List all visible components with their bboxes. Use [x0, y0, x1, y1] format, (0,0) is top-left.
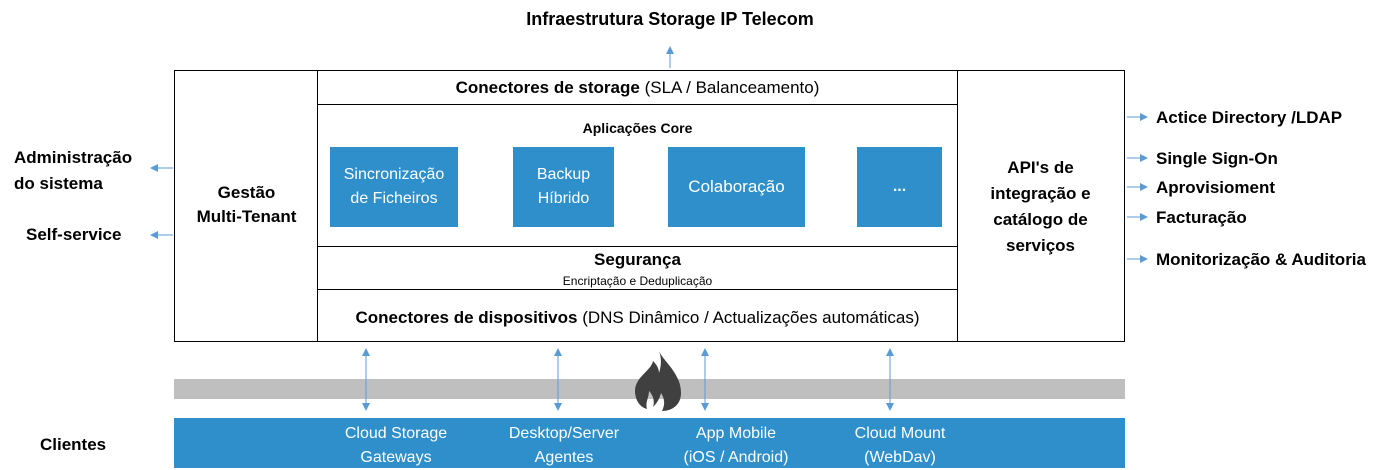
aplicacoes-core-label: Aplicações Core [582, 120, 693, 136]
right-item-facturacao: Facturação [1156, 208, 1247, 227]
client-desktop-server-line1: Desktop/Server [508, 425, 620, 442]
conectores-dispositivos-bold: Conectores de dispositivos [355, 308, 578, 327]
client-cloud-mount-line2: (WebDav) [864, 449, 936, 466]
core-box-backup: Backup Híbrido [513, 147, 614, 227]
conectores-dispositivos-normal: (DNS Dinâmico / Actualizações automática… [577, 308, 920, 327]
core-box-colaboracao-line1: Colaboração [688, 177, 785, 196]
gestao-line1: Gestão [217, 183, 276, 202]
right-item-ldap: Actice Directory /LDAP [1156, 108, 1343, 127]
admin-label: Administração do sistema [14, 145, 132, 197]
client-app-mobile-line1: App Mobile [695, 425, 777, 442]
core-box-sincronizacao-line1: Sincronização [343, 166, 445, 183]
client-app-mobile: App Mobile (iOS / Android) [656, 422, 816, 470]
conectores-dispositivos-panel [317, 289, 958, 342]
right-item-sso: Single Sign-On [1156, 149, 1278, 168]
core-box-colaboracao: Colaboração [668, 147, 805, 227]
seguranca-title: Segurança [594, 250, 681, 269]
api-line3: catálogo de [993, 210, 1088, 229]
client-cloud-storage: Cloud Storage Gateways [316, 422, 476, 470]
conectores-storage-bold: Conectores de storage [455, 78, 640, 97]
client-cloud-mount: Cloud Mount (WebDav) [820, 422, 980, 470]
clients-bar [174, 418, 1125, 468]
flame-icon [635, 351, 681, 411]
core-box-backup-line2: Híbrido [537, 190, 590, 207]
api-label: API's de integração e catálogo de serviç… [956, 155, 1125, 259]
conectores-storage-panel [317, 70, 958, 106]
core-box-more-label: ... [892, 178, 907, 195]
core-box-sincronizacao-line2: de Ficheiros [350, 190, 438, 207]
admin-label-line2: do sistema [14, 174, 103, 193]
gestao-label: Gestão Multi-Tenant [174, 181, 319, 229]
api-line4: serviços [1006, 236, 1075, 255]
gestao-line2: Multi-Tenant [196, 207, 297, 226]
api-line2: integração e [990, 184, 1091, 203]
core-box-backup-line1: Backup [536, 166, 591, 183]
client-cloud-storage-line2: Gateways [360, 449, 432, 466]
right-item-aprovisionamento: Aprovisioment [1156, 178, 1276, 197]
conectores-storage-normal: (SLA / Balanceamento) [639, 78, 820, 97]
client-app-mobile-line2: (iOS / Android) [683, 449, 789, 466]
core-box-more: ... [857, 147, 942, 227]
self-service-label: Self-service [26, 225, 122, 244]
conectores-storage-label: Conectores de storage (SLA / Balanceamen… [317, 78, 958, 98]
clients-label: Clientes [40, 435, 107, 454]
api-panel [956, 70, 1125, 342]
conectores-dispositivos-label: Conectores de dispositivos (DNS Dinâmico… [317, 308, 958, 328]
diagram-title: Infraestrutura Storage IP Telecom [526, 9, 814, 29]
client-desktop-server-line2: Agentes [534, 449, 594, 466]
seguranca-subtitle: Encriptação e Deduplicação [562, 274, 713, 288]
client-cloud-storage-line1: Cloud Storage [344, 425, 448, 442]
client-desktop-server: Desktop/Server Agentes [484, 422, 644, 470]
client-cloud-mount-line1: Cloud Mount [854, 425, 946, 442]
api-line1: API's de [1007, 158, 1074, 177]
admin-label-line1: Administração [14, 148, 133, 167]
gestao-panel [174, 70, 319, 342]
right-item-monitorizacao: Monitorização & Auditoria [1156, 250, 1366, 269]
core-box-sincronizacao: Sincronização de Ficheiros [330, 147, 458, 227]
